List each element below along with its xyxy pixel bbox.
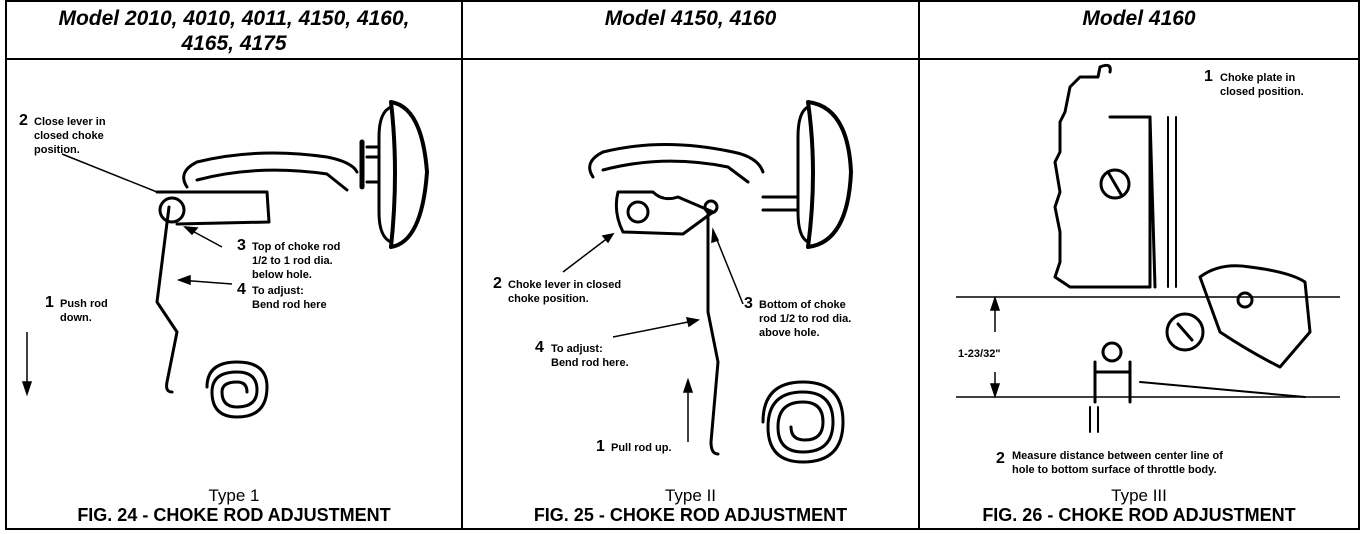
choke-lever-upper	[588, 143, 765, 179]
callout-1-line1: Pull rod up.	[611, 442, 672, 454]
diaphragm-housing	[806, 100, 853, 249]
callout-2-num: 2	[493, 275, 502, 292]
header-line-1: Model 2010, 4010, 4011, 4150, 4160,	[58, 7, 410, 30]
figure-frame: Model 2010, 4010, 4011, 4150, 4160, 4165…	[5, 0, 1360, 530]
callout-1-num: 1	[1204, 68, 1213, 85]
callout-2-line2: hole to bottom surface of throttle body.	[1012, 464, 1217, 476]
choke-plate-screw	[1099, 168, 1131, 200]
callout-1-line1: Choke plate in	[1220, 72, 1295, 84]
callout-4-line1: To adjust:	[252, 285, 304, 297]
panel-header: Model 2010, 4010, 4011, 4150, 4160, 4165…	[7, 2, 461, 60]
choke-rod-diagram-type-2: 2 Choke lever in closed choke position. …	[493, 100, 853, 464]
callout-3-num: 3	[744, 295, 753, 312]
callout-3-num: 3	[237, 237, 246, 254]
lever-hole	[158, 196, 186, 224]
callout-1-num: 1	[596, 438, 605, 455]
panel-header: Model 4150, 4160	[463, 2, 918, 60]
throttle-body-post	[1093, 360, 1132, 404]
choke-rod-diagram-type-3: 1-23/32" 1 Choke plate in closed positio…	[956, 63, 1340, 476]
fig-caption: FIG. 26 - CHOKE ROD ADJUSTMENT	[982, 505, 1296, 525]
callout-2-num: 2	[996, 450, 1005, 467]
header-line-1: Model 4150, 4160	[604, 7, 777, 30]
callout-2-num: 2	[19, 112, 28, 129]
panel-fig-26: Model 4160	[918, 2, 1358, 528]
choke-lever-arm	[614, 190, 715, 236]
callout-3-line3: below hole.	[252, 269, 312, 281]
thermostat-spring	[761, 380, 845, 464]
callout-4-line2: Bend rod here.	[551, 357, 629, 369]
callout-2-line2: closed choke	[34, 130, 104, 142]
lever-hole	[1165, 312, 1205, 352]
callout-3-line3: above hole.	[759, 327, 820, 339]
callout-1-num: 1	[45, 294, 54, 311]
callout-3-line2: rod 1/2 to rod dia.	[759, 313, 851, 325]
callout-1-line1: Push rod	[60, 298, 108, 310]
callout-2-line2: choke position.	[508, 293, 589, 305]
callout-2-line1: Close lever in	[34, 116, 106, 128]
fig-caption: FIG. 25 - CHOKE ROD ADJUSTMENT	[533, 505, 848, 525]
callout-1-line2: closed position.	[1220, 86, 1304, 98]
throttle-lever	[1198, 264, 1312, 369]
throttle-body-outline	[1053, 63, 1152, 289]
callout-3-line1: Bottom of choke	[759, 299, 846, 311]
callout-4-line2: Bend rod here	[252, 299, 327, 311]
thermostat-spring	[205, 360, 269, 419]
choke-rod	[155, 205, 179, 394]
header-line-2: 4165, 4175	[181, 32, 287, 55]
dimension-label: 1-23/32"	[958, 348, 1001, 360]
callout-3-line1: Top of choke rod	[252, 241, 340, 253]
callout-4-line1: To adjust:	[551, 343, 603, 355]
type-label: Type III	[1111, 486, 1167, 505]
choke-rod	[706, 210, 720, 456]
type-label: Type 1	[208, 486, 260, 505]
callout-3-line2: 1/2 to 1 rod dia.	[252, 255, 333, 267]
panel-header: Model 4160	[920, 2, 1358, 60]
callout-2-line1: Measure distance between center line of	[1012, 450, 1223, 462]
header-line-1: Model 4160	[1082, 7, 1196, 30]
choke-rod-diagram-type-1: 2 Close lever in closed choke position. …	[19, 100, 429, 419]
panel-fig-24: Model 2010, 4010, 4011, 4150, 4160, 4165…	[7, 2, 461, 528]
type-label: Type II	[664, 486, 717, 505]
callout-4-num: 4	[535, 339, 544, 356]
lever-hole	[626, 200, 650, 224]
callout-4-num: 4	[237, 281, 246, 298]
diaphragm-rim	[377, 105, 393, 244]
callout-2-line3: position.	[34, 144, 80, 156]
choke-lever-upper	[182, 151, 359, 189]
callout-2-line1: Choke lever in closed	[508, 279, 621, 291]
callout-1-line2: down.	[60, 312, 92, 324]
diaphragm-housing	[389, 100, 429, 249]
choke-lever-arm	[155, 190, 271, 226]
panel-fig-25: Model 4150, 4160	[461, 2, 918, 528]
fig-caption: FIG. 24 - CHOKE ROD ADJUSTMENT	[77, 505, 391, 525]
